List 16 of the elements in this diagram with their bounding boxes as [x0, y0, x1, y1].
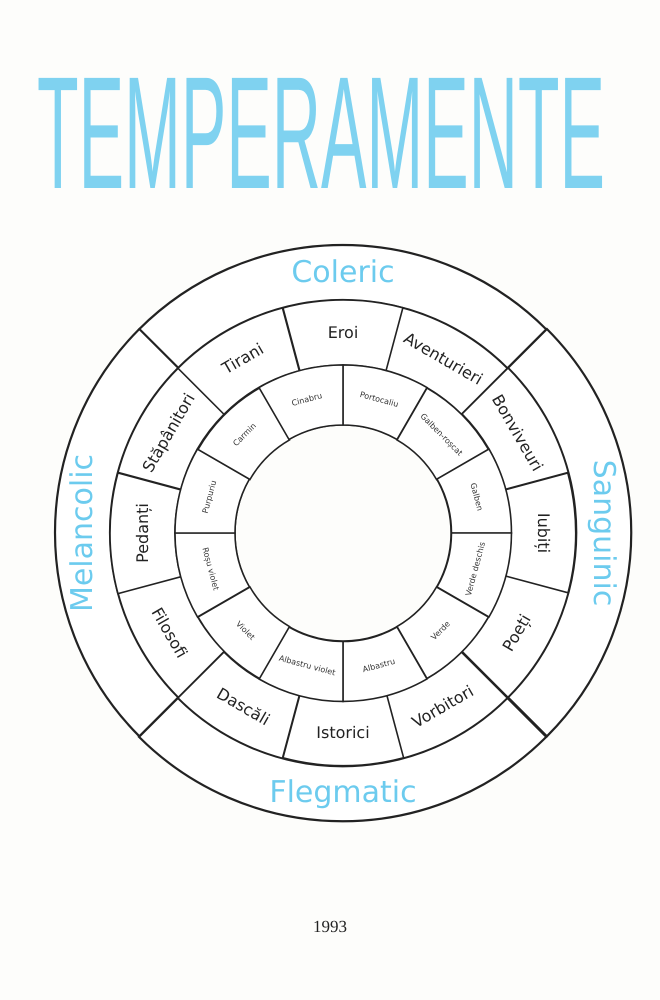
temperament-label: Coleric [291, 258, 395, 288]
temperament-label: Melancolic [68, 454, 98, 612]
segment-label: Roșu violet [200, 546, 220, 591]
segment-label: Albastru [362, 658, 396, 674]
segment-label: Istorici [316, 725, 370, 742]
segment-label: Cinabru [291, 392, 324, 408]
segment-label: Pedanți [134, 503, 150, 563]
segment-label: Albastru violet [278, 654, 336, 678]
segment-label: Galben [468, 482, 484, 512]
title: TEMPERAMENTE [37, 44, 605, 200]
segment-label: Iubiți [535, 512, 552, 554]
temperament-label: Sanguinic [588, 460, 618, 606]
segment-label: Eroi [328, 324, 358, 340]
segment-label: Verde deschis [465, 540, 488, 597]
temperament-label: Flegmatic [269, 778, 417, 808]
year-label: 1993 [312, 917, 348, 937]
